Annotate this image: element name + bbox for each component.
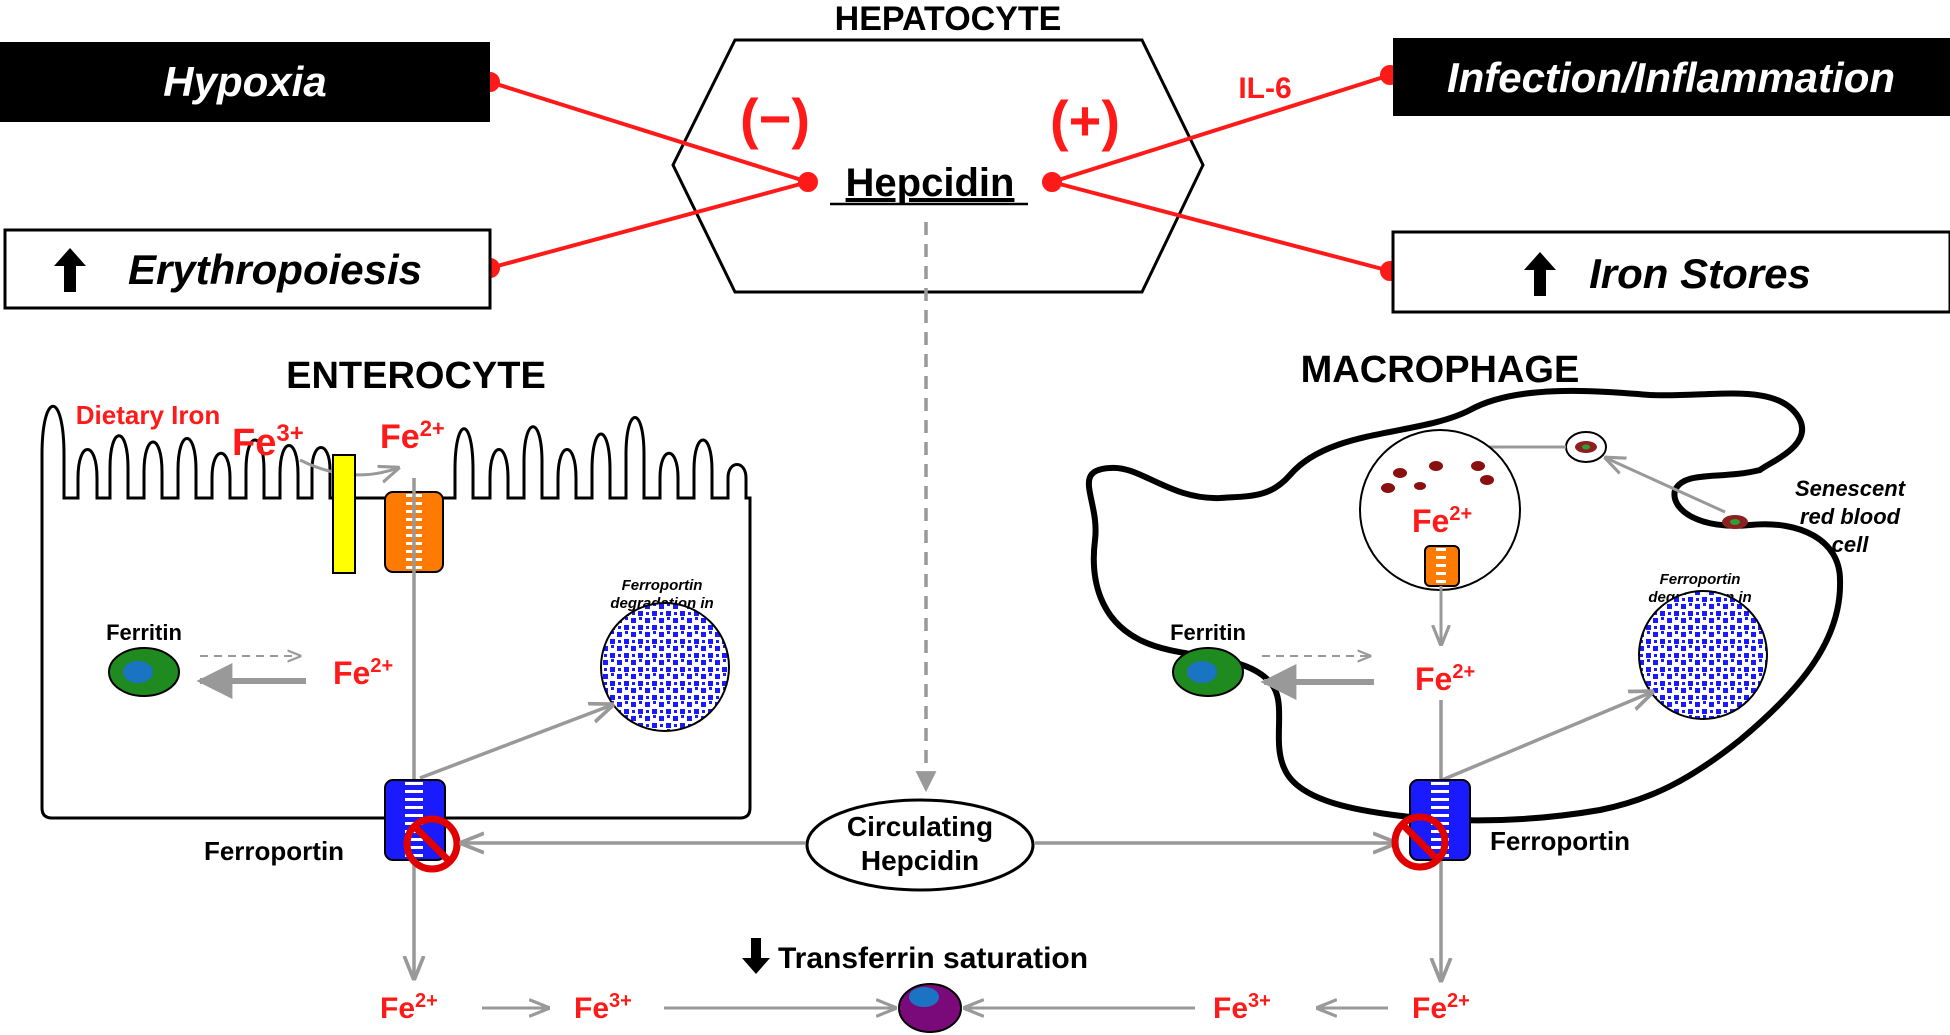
enterocyte-fe2-top: Fe2+ xyxy=(380,416,445,456)
enterocyte-fe3: Fe3+ xyxy=(232,420,304,464)
enterocyte-title: ENTEROCYTE xyxy=(286,355,546,397)
transferrin-saturation-label: Transferrin saturation xyxy=(778,942,1088,975)
hepatocyte-title: HEPATOCYTE xyxy=(835,0,1062,38)
svg-text:Ferroportin: Ferroportin xyxy=(622,577,703,594)
bottom-right-fe3: Fe3+ xyxy=(1213,990,1271,1025)
dcytb-reductase xyxy=(332,454,356,574)
erythropoiesis-box xyxy=(3,228,492,310)
vesicle-fe2: Fe2+ xyxy=(1412,503,1472,539)
macrophage-lysosome xyxy=(1638,590,1768,720)
up-arrow-icon-2 xyxy=(1524,252,1556,296)
bottom-left-fe2: Fe2+ xyxy=(380,990,438,1025)
macrophage-dmt1 xyxy=(1424,545,1460,587)
bottom-left-fe3: Fe3+ xyxy=(574,990,632,1025)
enterocyte-fe2-mid: Fe2+ xyxy=(333,655,393,691)
up-arrow-icon xyxy=(54,248,86,292)
il6-label: IL-6 xyxy=(1238,72,1291,105)
enterocyte-ferritin-icon xyxy=(108,647,180,697)
phagosome-icon xyxy=(1565,431,1607,463)
macrophage-title: MACROPHAGE xyxy=(1301,349,1580,391)
macrophage-fe2-mid: Fe2+ xyxy=(1415,661,1475,697)
hepatocyte-hexagon xyxy=(671,38,1205,294)
dietary-iron-label: Dietary Iron xyxy=(76,400,221,430)
circulating-hepcidin-ellipse xyxy=(805,798,1035,892)
macrophage-cell xyxy=(1085,387,1844,824)
plus-sign: (+) xyxy=(1050,89,1120,152)
circulating-hepcidin-label: Circulating Hepcidin xyxy=(847,811,993,876)
svg-text:cell: cell xyxy=(1832,532,1870,557)
infection-box xyxy=(1393,38,1950,116)
svg-text:Hepcidin: Hepcidin xyxy=(861,845,979,876)
macrophage-ferroportin-label: Ferroportin xyxy=(1490,826,1630,856)
heme-dots xyxy=(1381,461,1494,493)
macrophage-ferritin-icon xyxy=(1172,647,1244,697)
iron-stores-label: Iron Stores xyxy=(1589,250,1811,297)
enterocyte-ferritin-label: Ferritin xyxy=(106,620,182,645)
svg-text:Ferroportin: Ferroportin xyxy=(1660,571,1741,588)
hepcidin-label: Hepcidin xyxy=(846,161,1015,205)
svg-text:Senescent: Senescent xyxy=(1795,476,1907,501)
macrophage-ferritin-label: Ferritin xyxy=(1170,620,1246,645)
enterocyte-lysosome xyxy=(600,602,730,732)
senescent-rbc-label: Senescent red blood cell xyxy=(1795,476,1907,557)
hypoxia-box xyxy=(0,42,490,122)
infection-label: Infection/Inflammation xyxy=(1447,54,1895,101)
svg-text:Circulating: Circulating xyxy=(847,811,993,842)
senescent-rbc-icon xyxy=(1722,515,1748,529)
bottom-right-fe2: Fe2+ xyxy=(1412,990,1470,1025)
minus-sign: (−) xyxy=(740,87,810,150)
erythropoiesis-label: Erythropoiesis xyxy=(128,246,422,293)
down-arrow-icon xyxy=(742,938,770,974)
enterocyte-block-icon xyxy=(403,815,461,873)
enterocyte-cell xyxy=(40,405,752,820)
svg-text:red blood: red blood xyxy=(1800,504,1901,529)
macrophage-block-icon xyxy=(1391,813,1449,871)
transferrin-icon xyxy=(898,983,962,1033)
enterocyte-ferroportin-label: Ferroportin xyxy=(204,836,344,866)
hypoxia-label: Hypoxia xyxy=(163,58,326,105)
iron-stores-box xyxy=(1391,230,1950,314)
